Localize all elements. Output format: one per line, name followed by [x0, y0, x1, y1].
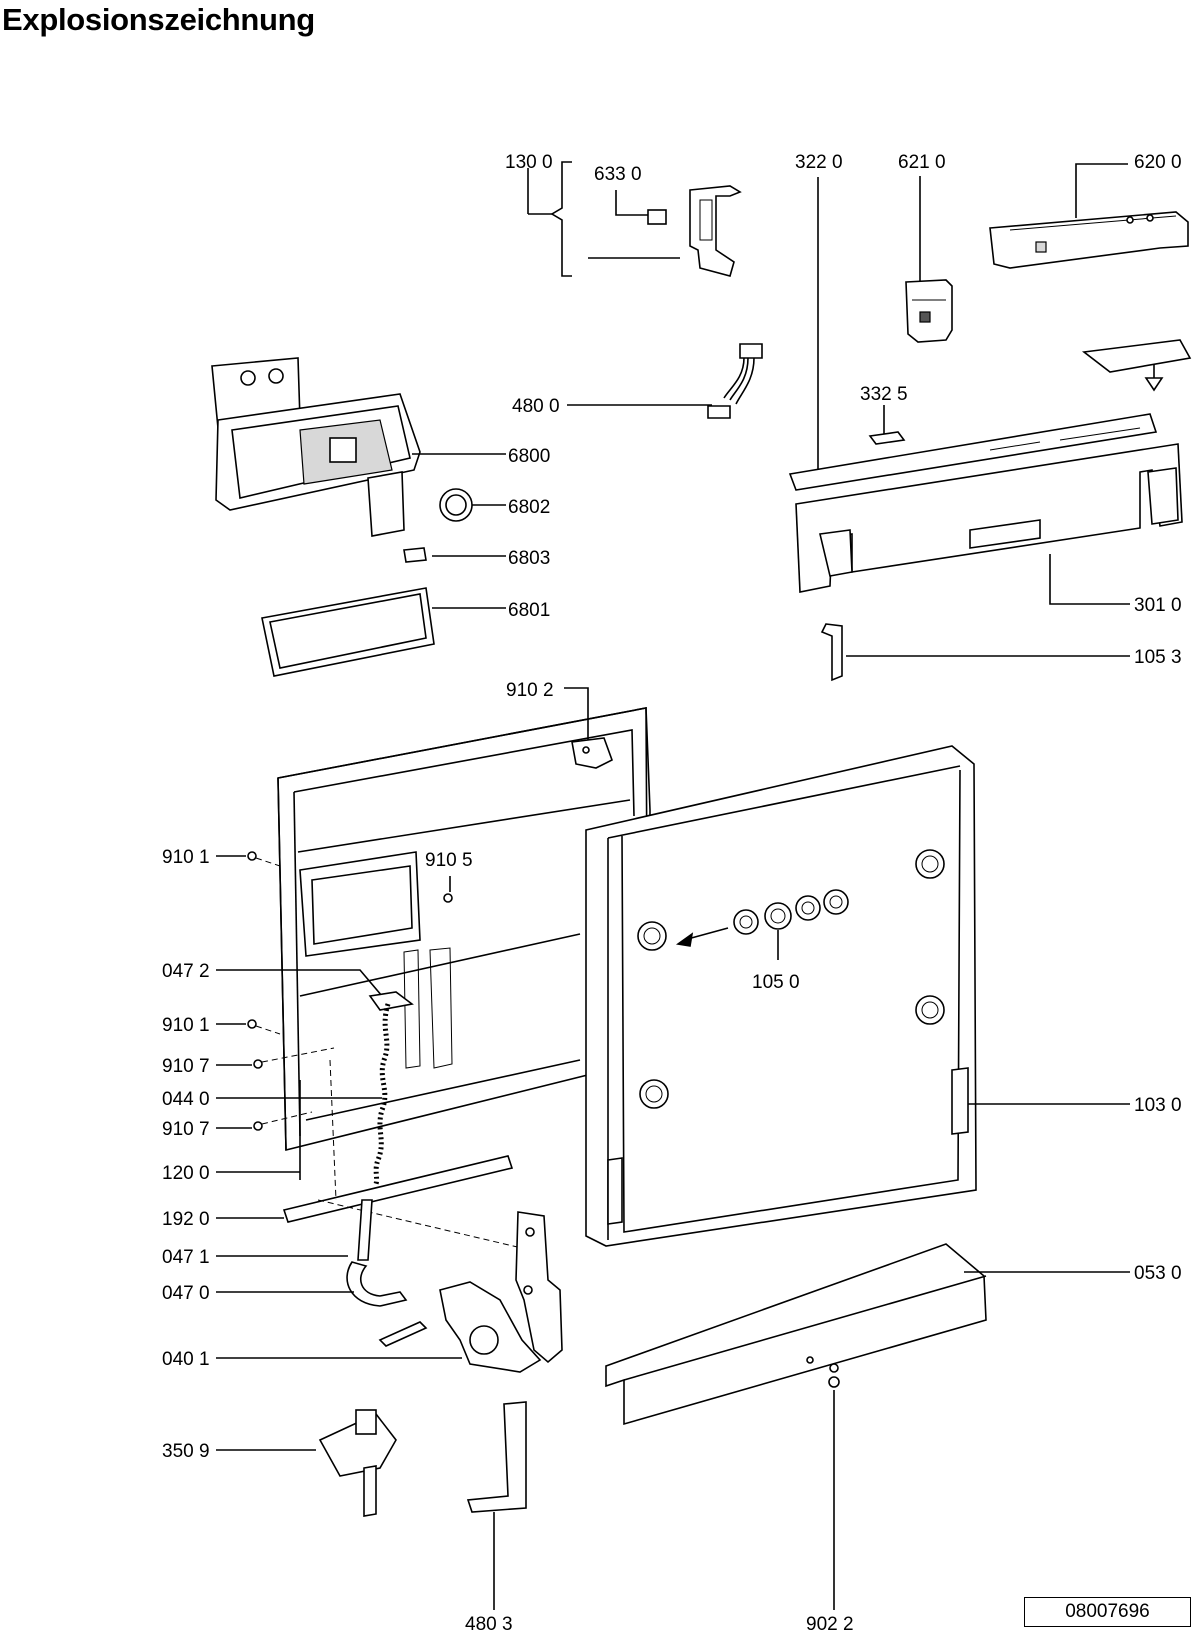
- screw-9101b: [216, 1019, 281, 1035]
- label-6802: 6802: [508, 497, 550, 518]
- part-1920: [216, 1059, 531, 1251]
- label-0472: 047 2: [162, 961, 210, 982]
- screw-9107a: [216, 1047, 335, 1069]
- label-3509: 350 9: [162, 1441, 210, 1462]
- part-4800: [567, 343, 763, 419]
- part-9102: [564, 687, 613, 769]
- part-0530: [605, 1243, 1130, 1610]
- label-9107b: 910 7: [162, 1119, 210, 1140]
- part-1200: [216, 707, 651, 1180]
- part-6802: [439, 488, 506, 522]
- label-1200: 120 0: [162, 1163, 210, 1184]
- label-0401: 040 1: [162, 1349, 210, 1370]
- label-3325: 332 5: [860, 384, 908, 405]
- label-3010: 301 0: [1134, 595, 1182, 616]
- screw-9101a: [216, 851, 281, 867]
- part-1030: [585, 745, 1130, 1247]
- screw-9105: [443, 876, 453, 903]
- label-6801: 6801: [508, 600, 550, 621]
- label-0471: 047 1: [162, 1247, 210, 1268]
- label-6803: 6803: [508, 548, 550, 569]
- part-group-1300: [527, 161, 742, 277]
- label-9105: 910 5: [425, 850, 473, 871]
- label-1300: 130 0: [505, 152, 553, 173]
- label-9107a: 910 7: [162, 1056, 210, 1077]
- label-1053: 105 3: [1134, 647, 1182, 668]
- screw-9107b: [216, 1111, 313, 1131]
- part-6800: [211, 357, 506, 537]
- part-4803: [466, 1401, 527, 1610]
- label-9101b: 910 1: [162, 1015, 210, 1036]
- part-6803: [403, 547, 506, 563]
- part-0401: [216, 1211, 563, 1373]
- label-9022: 902 2: [806, 1614, 854, 1632]
- part-3010: [788, 413, 1183, 605]
- label-0470: 047 0: [162, 1283, 210, 1304]
- label-9102: 910 2: [506, 680, 554, 701]
- label-6210: 621 0: [898, 152, 946, 173]
- part-0471-0470: [216, 1199, 428, 1347]
- label-6800: 6800: [508, 446, 550, 467]
- label-6200: 620 0: [1134, 152, 1182, 173]
- part-3509: [216, 1409, 397, 1517]
- decal: [1081, 339, 1192, 392]
- label-3220: 322 0: [795, 152, 843, 173]
- label-0440: 044 0: [162, 1089, 210, 1110]
- part-6200: [989, 163, 1189, 269]
- part-0472-0440: [216, 969, 414, 1185]
- label-6330: 633 0: [594, 164, 642, 185]
- label-4803: 480 3: [465, 1614, 513, 1632]
- label-4800: 480 0: [512, 396, 560, 417]
- label-1050: 105 0: [752, 972, 800, 993]
- part-6801: [261, 587, 506, 677]
- part-1053: [820, 623, 1130, 682]
- label-1030: 103 0: [1134, 1095, 1182, 1116]
- part-3325: [868, 405, 906, 445]
- label-0530: 053 0: [1134, 1263, 1182, 1284]
- part-6210: [905, 176, 953, 343]
- document-number: 08007696: [1024, 1597, 1191, 1627]
- label-9101a: 910 1: [162, 847, 210, 868]
- page-title: Explosionszeichnung: [2, 2, 315, 37]
- label-1920: 192 0: [162, 1209, 210, 1230]
